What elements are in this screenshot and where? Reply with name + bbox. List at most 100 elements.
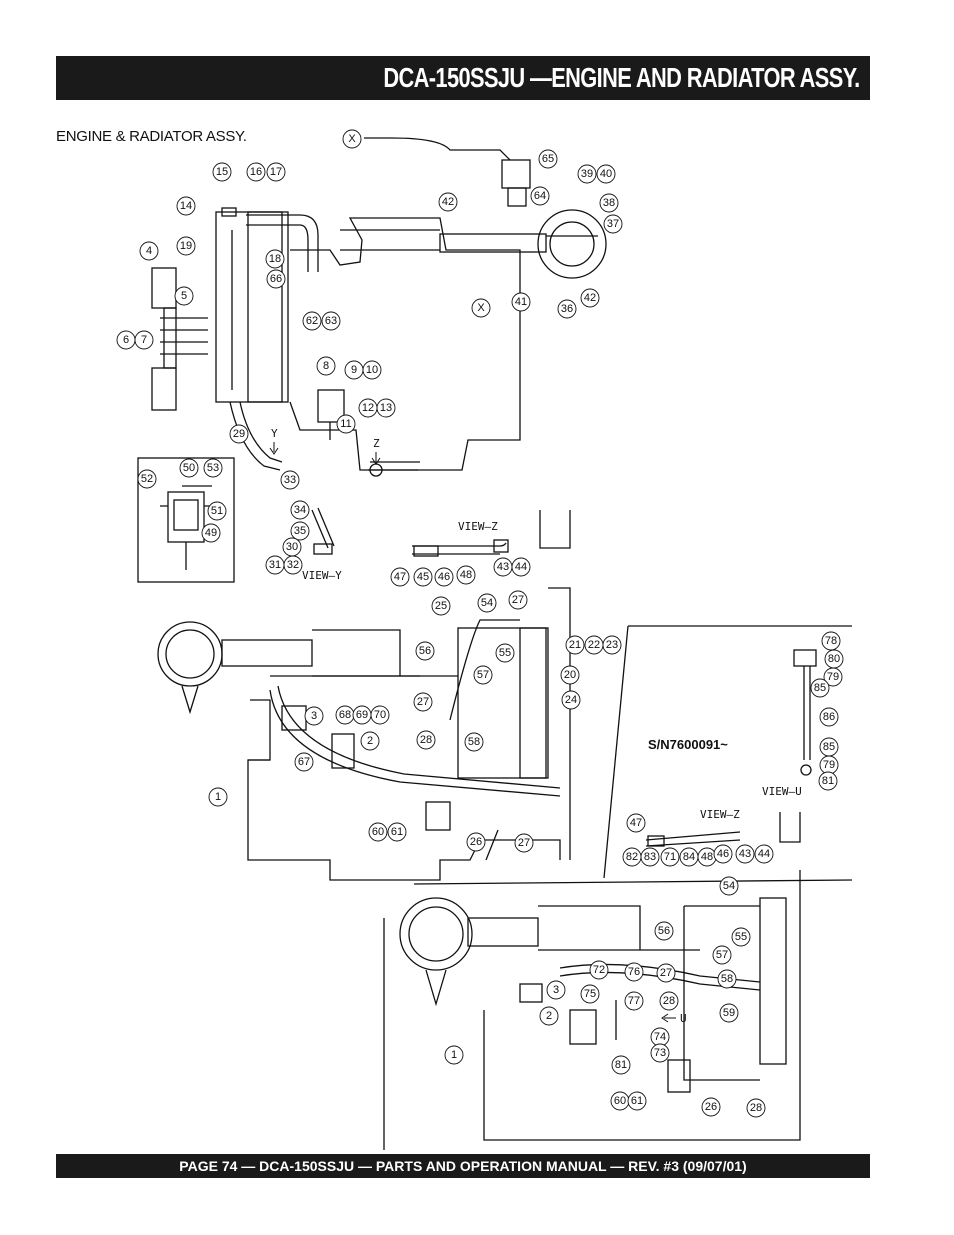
part-number: 65 (542, 153, 554, 165)
air-cleaner-middle (157, 621, 223, 687)
part-number: 78 (825, 635, 837, 647)
part-callout: 47 (390, 567, 410, 587)
part-number: 73 (654, 1047, 666, 1059)
part-callout: 74 (650, 1027, 670, 1047)
part-number: 49 (205, 527, 217, 539)
part-callout: 60 (368, 822, 388, 842)
part-callout: 26 (466, 832, 486, 852)
part-number: 35 (294, 525, 306, 537)
part-callout: 2 (360, 731, 380, 751)
x-marker: X (342, 129, 362, 149)
part-callout: 37 (603, 214, 623, 234)
part-number: 76 (628, 966, 640, 978)
part-number: 18 (269, 253, 281, 265)
part-callout: 48 (697, 847, 717, 867)
part-callout: 6 (116, 330, 136, 350)
part-callout: 52 (137, 469, 157, 489)
part-callout: 71 (660, 847, 680, 867)
part-callout: 43 (493, 557, 513, 577)
part-number: 45 (417, 571, 429, 583)
arrow-z-icon (371, 452, 381, 465)
part-number: 85 (823, 741, 835, 753)
part-callout: 33 (280, 470, 300, 490)
part-number: 7 (141, 334, 147, 346)
part-callout: 36 (557, 299, 577, 319)
view-u-label: VIEW–U (762, 785, 802, 798)
part-callout: 4 (139, 241, 159, 261)
part-number: 27 (518, 837, 530, 849)
part-number: 12 (362, 402, 374, 414)
part-number: 42 (442, 196, 454, 208)
part-callout: 70 (370, 705, 390, 725)
part-callout: 47 (626, 813, 646, 833)
part-callout: 38 (599, 193, 619, 213)
arrow-y-icon (269, 442, 279, 455)
part-number: 23 (606, 639, 618, 651)
part-callout: 34 (290, 500, 310, 520)
part-number: 27 (417, 696, 429, 708)
part-number: 29 (233, 428, 245, 440)
part-callout: 22 (584, 635, 604, 655)
part-callout: 65 (538, 149, 558, 169)
part-callout: 43 (735, 844, 755, 864)
part-number: 54 (723, 880, 735, 892)
part-number: 53 (207, 462, 219, 474)
part-number: 19 (180, 240, 192, 252)
part-callout: 15 (212, 162, 232, 182)
part-number: 6 (123, 334, 129, 346)
part-callout: 5 (174, 286, 194, 306)
page-header: DCA-150SSJU —ENGINE AND RADIATOR ASSY. (56, 56, 870, 100)
part-number: 2 (546, 1010, 552, 1022)
part-callout: 50 (179, 458, 199, 478)
part-number: 27 (512, 594, 524, 606)
part-number: 22 (588, 639, 600, 651)
part-number: 79 (823, 759, 835, 771)
part-number: 72 (593, 964, 605, 976)
part-number: 1 (215, 791, 221, 803)
part-callout: 64 (530, 186, 550, 206)
part-callout: 66 (266, 269, 286, 289)
part-number: 24 (565, 694, 577, 706)
part-number: 82 (626, 851, 638, 863)
view-z-lower-label: VIEW–Z (700, 808, 740, 821)
part-callout: 44 (754, 844, 774, 864)
part-number: 67 (298, 756, 310, 768)
part-number: 77 (628, 995, 640, 1007)
part-number: 60 (372, 826, 384, 838)
part-number: 58 (468, 736, 480, 748)
part-number: 86 (823, 711, 835, 723)
part-number: 85 (814, 682, 826, 694)
part-callout: 28 (659, 991, 679, 1011)
part-callout: 67 (294, 752, 314, 772)
inset-box (137, 457, 235, 583)
intake-pipe (439, 233, 547, 253)
part-callout: 25 (431, 596, 451, 616)
part-callout: 3 (304, 706, 324, 726)
arrow-u-label: U (680, 1012, 687, 1025)
part-callout: 61 (627, 1091, 647, 1111)
arrow-y-label: Y (271, 427, 278, 440)
part-callout: 55 (731, 927, 751, 947)
part-callout: 19 (176, 236, 196, 256)
part-number: 75 (584, 988, 596, 1000)
page-title: DCA-150SSJU —ENGINE AND RADIATOR ASSY. (383, 62, 861, 93)
part-number: 2 (367, 735, 373, 747)
part-callout: 78 (821, 631, 841, 651)
part-number: 59 (723, 1007, 735, 1019)
svg-text:X: X (477, 302, 485, 314)
part-callout: 46 (434, 567, 454, 587)
part-number: 41 (515, 296, 527, 308)
part-callout: 40 (596, 164, 616, 184)
radiator-bottom (759, 897, 787, 1065)
page-footer: PAGE 74 — DCA-150SSJU — PARTS AND OPERAT… (56, 1154, 870, 1178)
part-number: 3 (311, 710, 317, 722)
air-cleaner-bottom (399, 897, 473, 971)
part-number: 10 (366, 364, 378, 376)
part-number: 37 (607, 218, 619, 230)
svg-text:X: X (348, 133, 356, 145)
part-number: 79 (827, 671, 839, 683)
part-callout: 56 (415, 641, 435, 661)
part-callout: 44 (511, 557, 531, 577)
part-callout: 49 (201, 523, 221, 543)
